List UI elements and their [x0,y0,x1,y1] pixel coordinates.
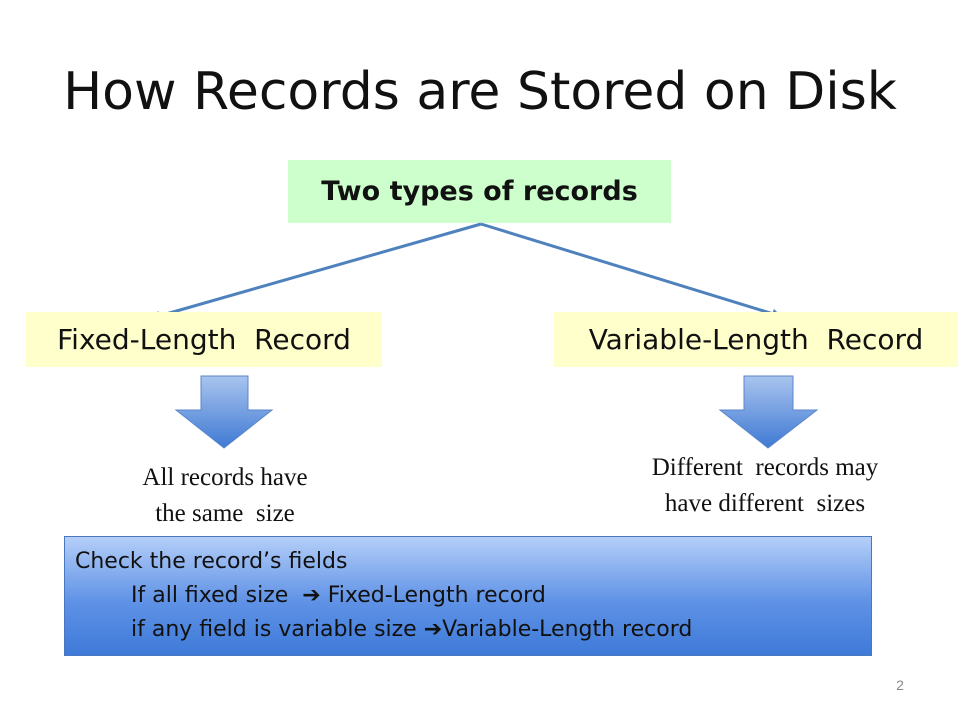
fixed-desc-line1: All records have [142,464,308,491]
variable-length-record-node: Variable-Length Record [554,312,958,367]
check-line-1: Check the record’s fields [75,549,348,574]
fixed-length-record-label: Fixed-Length Record [57,323,351,356]
check-line-2-post: Fixed-Length record [320,583,546,608]
fixed-desc-line2: the same size [155,500,295,527]
check-line-3: if any field is variable size ➔Variable-… [75,613,861,647]
connector-left-arrow [150,222,482,321]
check-line-2-pre: If all fixed size [131,583,303,608]
right-arrow-icon: ➔ [423,617,443,642]
fixed-length-description: All records have the same size [90,460,360,532]
root-node-label: Two types of records [321,176,638,207]
right-arrow-icon: ➔ [302,583,321,608]
page-number: 2 [896,677,904,693]
fixed-length-record-node: Fixed-Length Record [26,312,382,367]
variable-desc-line1: Different records may [651,454,879,481]
page-title: How Records are Stored on Disk [63,62,897,122]
check-line-2: If all fixed size ➔ Fixed-Length record [75,579,861,613]
variable-length-description: Different records may have different siz… [600,450,930,522]
connector-right-arrow [480,222,782,319]
root-node: Two types of records [288,160,671,223]
check-line-3-post: Variable-Length record [442,617,693,642]
down-arrow-right-icon [718,375,819,449]
check-line-3-pre: if any field is variable size [131,617,424,642]
check-fields-box: Check the record’s fields If all fixed s… [64,536,872,656]
down-arrow-left-icon [174,375,274,449]
variable-length-record-label: Variable-Length Record [588,323,924,356]
variable-desc-line2: have different sizes [664,490,866,517]
